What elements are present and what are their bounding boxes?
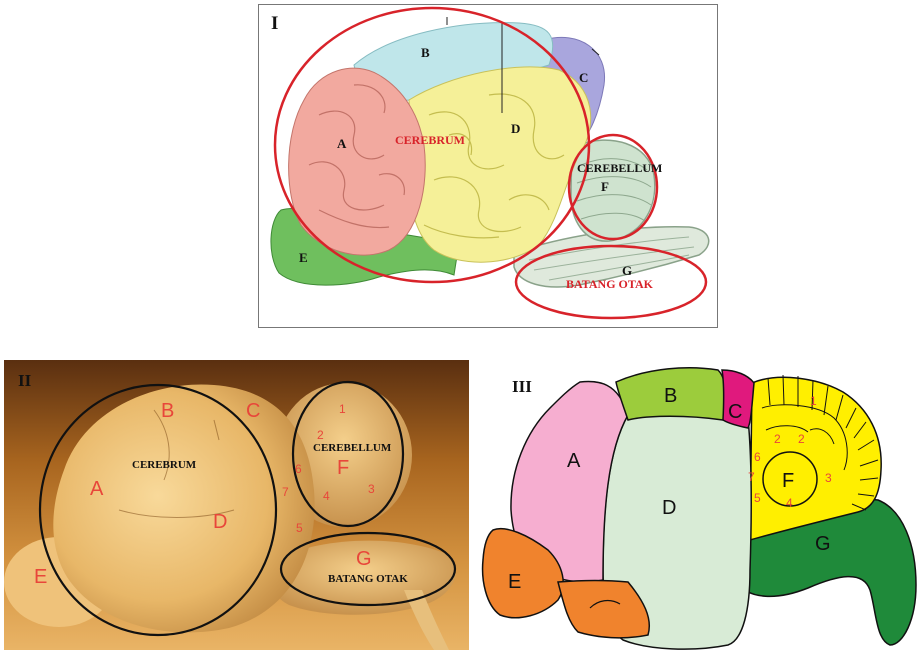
panel-2-svg: II B C CEREBRUM A D E 1 2 CEREBELLUM F 6… [4,360,469,650]
photo-label-c: C [246,400,260,422]
label-e: E [299,250,308,265]
photo-label-b: B [161,400,174,422]
panel-3-numeral: III [512,377,532,396]
schema-number-3: 3 [825,471,832,485]
photo-number-6: 6 [295,462,302,476]
label-c: C [579,70,588,85]
photo-number-2: 2 [317,428,324,442]
panel-2-photo: II B C CEREBRUM A D E 1 2 CEREBELLUM F 6… [4,360,469,650]
panel-1-svg: I B C D A CEREBRUM CEREBELLUM F E G BATA… [259,5,717,327]
schema-label-f: F [782,470,794,492]
label-g: G [622,263,632,278]
schema-number-6: 6 [754,450,761,464]
label-a: A [337,136,347,151]
photo-label-f: F [337,457,349,479]
schema-number-1: 1 [810,394,817,408]
photo-label-d: D [213,511,227,533]
schema-label-c: C [728,401,742,423]
photo-region-cerebrum: CEREBRUM [132,459,197,471]
photo-number-4: 4 [323,489,330,503]
temporal-shape [409,67,591,262]
photo-number-5: 5 [296,521,303,535]
photo-label-e: E [34,566,47,588]
schema-label-g: G [815,533,831,555]
photo-number-7: 7 [282,485,289,499]
photo-number-3: 3 [368,482,375,496]
panel-1-diagram: I B C D A CEREBRUM CEREBELLUM F E G BATA… [258,4,718,328]
panel-3-schematic: III B C A D E F G 1 2 2 3 4 5 6 7 [478,360,918,650]
photo-number-1: 1 [339,402,346,416]
region-cerebrum: CEREBRUM [395,133,465,147]
schema-number-2b: 2 [798,432,805,446]
panel-1-numeral: I [271,13,278,34]
schema-number-2a: 2 [774,432,781,446]
panel-2-numeral: II [18,371,32,390]
schema-number-4: 4 [786,496,793,510]
photo-label-a: A [90,478,104,500]
photo-label-g: G [356,548,372,570]
label-d: D [511,121,520,136]
schema-label-d: D [662,497,676,519]
photo-region-brainstem: BATANG OTAK [328,573,408,585]
schema-label-b: B [664,385,677,407]
schema-label-a: A [567,450,581,472]
region-brainstem: BATANG OTAK [566,277,654,291]
schema-label-e: E [508,571,521,593]
schema-number-5: 5 [754,491,761,505]
region-cerebellum: CEREBELLUM [577,161,662,175]
schema-number-7: 7 [748,470,755,484]
panel-3-svg: III B C A D E F G 1 2 2 3 4 5 6 7 [478,360,918,650]
label-b: B [421,45,430,60]
photo-region-cerebellum: CEREBELLUM [313,442,392,454]
label-f: F [601,179,609,194]
